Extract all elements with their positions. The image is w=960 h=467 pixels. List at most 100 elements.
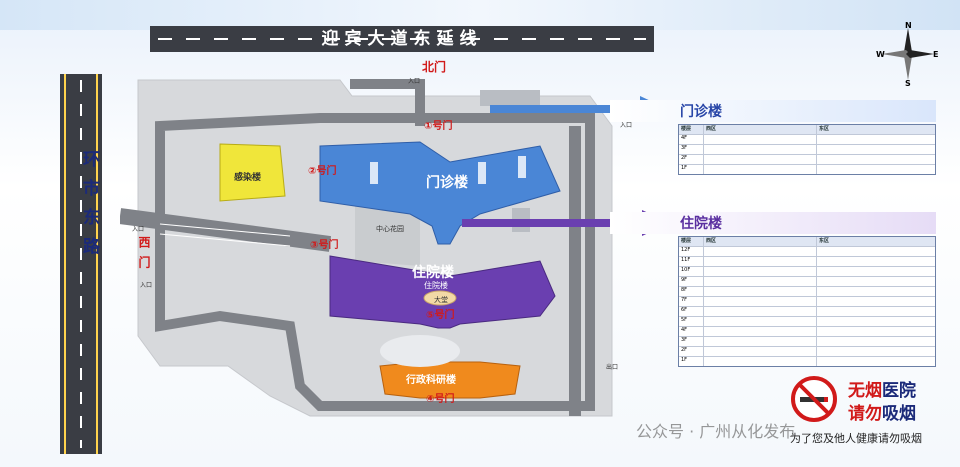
inpatient-row-floor: 7F <box>679 297 704 306</box>
inpatient-row-east <box>817 267 935 276</box>
inpatient-row-east <box>817 257 935 266</box>
gate5-label: ⑤号门 <box>426 310 455 321</box>
outpatient-table-row: 1F <box>679 164 935 174</box>
admin-label: 行政科研楼 <box>406 375 456 386</box>
top-band <box>0 0 960 30</box>
inpatient-arrow <box>462 210 670 236</box>
internal-road-ring <box>155 113 595 411</box>
outpatient-row-floor: 2F <box>679 155 704 164</box>
inpatient-table-row: 4F <box>679 326 935 336</box>
outpatient-row-east <box>817 145 935 154</box>
inpatient-row-west <box>704 257 817 266</box>
compass-s: S <box>905 79 911 86</box>
west-road-name-text: 环市东路 <box>79 150 99 266</box>
outpatient-row-west <box>704 155 817 164</box>
outpatient-wing-3 <box>518 156 526 178</box>
entrance-label-2: 入口 <box>140 282 153 289</box>
inpatient-table-header-floor: 楼层 <box>679 237 704 246</box>
outpatient-row-west <box>704 145 817 154</box>
inpatient-row-floor: 6F <box>679 307 704 316</box>
wechat-watermark: 公众号 · 广州从化发布 <box>636 422 796 441</box>
hall-marker <box>423 290 457 306</box>
inpatient-row-east <box>817 287 935 296</box>
inpatient-row-floor: 4F <box>679 327 704 336</box>
inpatient-row-east <box>817 327 935 336</box>
inpatient-row-floor: 12F <box>679 247 704 256</box>
inpatient-panel-head <box>610 212 936 234</box>
inpatient-row-floor: 11F <box>679 257 704 266</box>
compass-n: N <box>905 22 912 30</box>
outpatient-table-row: 3F <box>679 144 935 154</box>
outpatient-building <box>319 141 561 245</box>
inpatient-row-east <box>817 357 935 366</box>
inpatient-row-east <box>817 247 935 256</box>
gate3-label: ③号门 <box>310 240 339 251</box>
outpatient-table-row: 4F <box>679 134 935 144</box>
outpatient-row-west <box>704 165 817 174</box>
inpatient-row-east <box>817 347 935 356</box>
west-gate-markings <box>159 223 291 247</box>
inpatient-row-west <box>704 287 817 296</box>
garden-area <box>355 206 420 266</box>
no-smoking-line2: 请勿吸烟 <box>848 399 916 424</box>
campus-map <box>120 79 613 417</box>
compass-e: E <box>933 50 938 59</box>
inpatient-table-row: 6F <box>679 306 935 316</box>
inpatient-row-west <box>704 247 817 256</box>
outpatient-arrow <box>490 96 668 122</box>
west-road-name: 环市东路 <box>74 150 99 266</box>
outpatient-row-floor: 1F <box>679 165 704 174</box>
inpatient-row-west <box>704 307 817 316</box>
inpatient-row-west <box>704 317 817 326</box>
no-smoking-line2a: 请勿 <box>848 404 882 424</box>
outpatient-table-row: 2F <box>679 154 935 164</box>
outpatient-panel-title: 门诊楼 <box>680 104 722 120</box>
inpatient-row-west <box>704 277 817 286</box>
inpatient-row-floor: 2F <box>679 347 704 356</box>
inpatient-row-floor: 3F <box>679 337 704 346</box>
inpatient-table-header-west: 西区 <box>704 237 817 246</box>
west-gate-text: 西门 <box>137 236 151 276</box>
inpatient-row-east <box>817 307 935 316</box>
inpatient-row-east <box>817 297 935 306</box>
outpatient-table-header-floor: 楼层 <box>679 125 704 134</box>
no-smoking-line1b: 医院 <box>882 381 916 401</box>
outpatient-row-floor: 4F <box>679 135 704 144</box>
inpatient-table-row: 3F <box>679 336 935 346</box>
south-garden-oval <box>380 335 460 367</box>
inpatient-floor-table: 楼层西区东区 12F 11F 10F 9F 8F 7F 6F 5F 4F 3F … <box>678 236 936 367</box>
inpatient-row-floor: 1F <box>679 357 704 366</box>
outpatient-row-east <box>817 155 935 164</box>
inpatient-table-row: 5F <box>679 316 935 326</box>
no-smoking-line1a: 无烟 <box>848 381 882 401</box>
inpatient-label: 住院楼 <box>412 265 454 281</box>
infection-building <box>219 143 286 202</box>
inpatient-row-west <box>704 357 817 366</box>
inpatient-table-row: 12F <box>679 246 935 256</box>
inpatient-panel-title: 住院楼 <box>680 216 722 232</box>
inpatient-row-floor: 8F <box>679 287 704 296</box>
outpatient-row-floor: 3F <box>679 145 704 154</box>
inpatient-table-row: 10F <box>679 266 935 276</box>
inpatient-row-east <box>817 277 935 286</box>
outpatient-wing-1 <box>370 162 378 184</box>
internal-road-north <box>350 79 425 126</box>
gate2-label: ②号门 <box>308 166 337 177</box>
no-smoking-line2b: 吸烟 <box>882 404 916 424</box>
exit-label: 出口 <box>606 364 619 371</box>
inpatient-row-west <box>704 297 817 306</box>
inpatient-table-header-east: 东区 <box>819 238 830 244</box>
inpatient-row-west <box>704 327 817 336</box>
inpatient-table-row: 11F <box>679 256 935 266</box>
north-road <box>150 26 654 52</box>
inpatient-row-west <box>704 267 817 276</box>
west-road <box>60 74 102 454</box>
infection-label: 感染楼 <box>234 173 262 183</box>
no-smoking-line1: 无烟医院 <box>848 376 916 401</box>
entrance-label-1: 入口 <box>132 226 145 233</box>
inpatient-table-row: 1F <box>679 356 935 366</box>
inpatient-row-west <box>704 337 817 346</box>
outpatient-floor-table: 楼层西区东区 4F 3F 2F 1F <box>678 124 936 175</box>
garden-label: 中心花园 <box>376 225 404 233</box>
gate1-label: ①号门 <box>424 121 453 132</box>
